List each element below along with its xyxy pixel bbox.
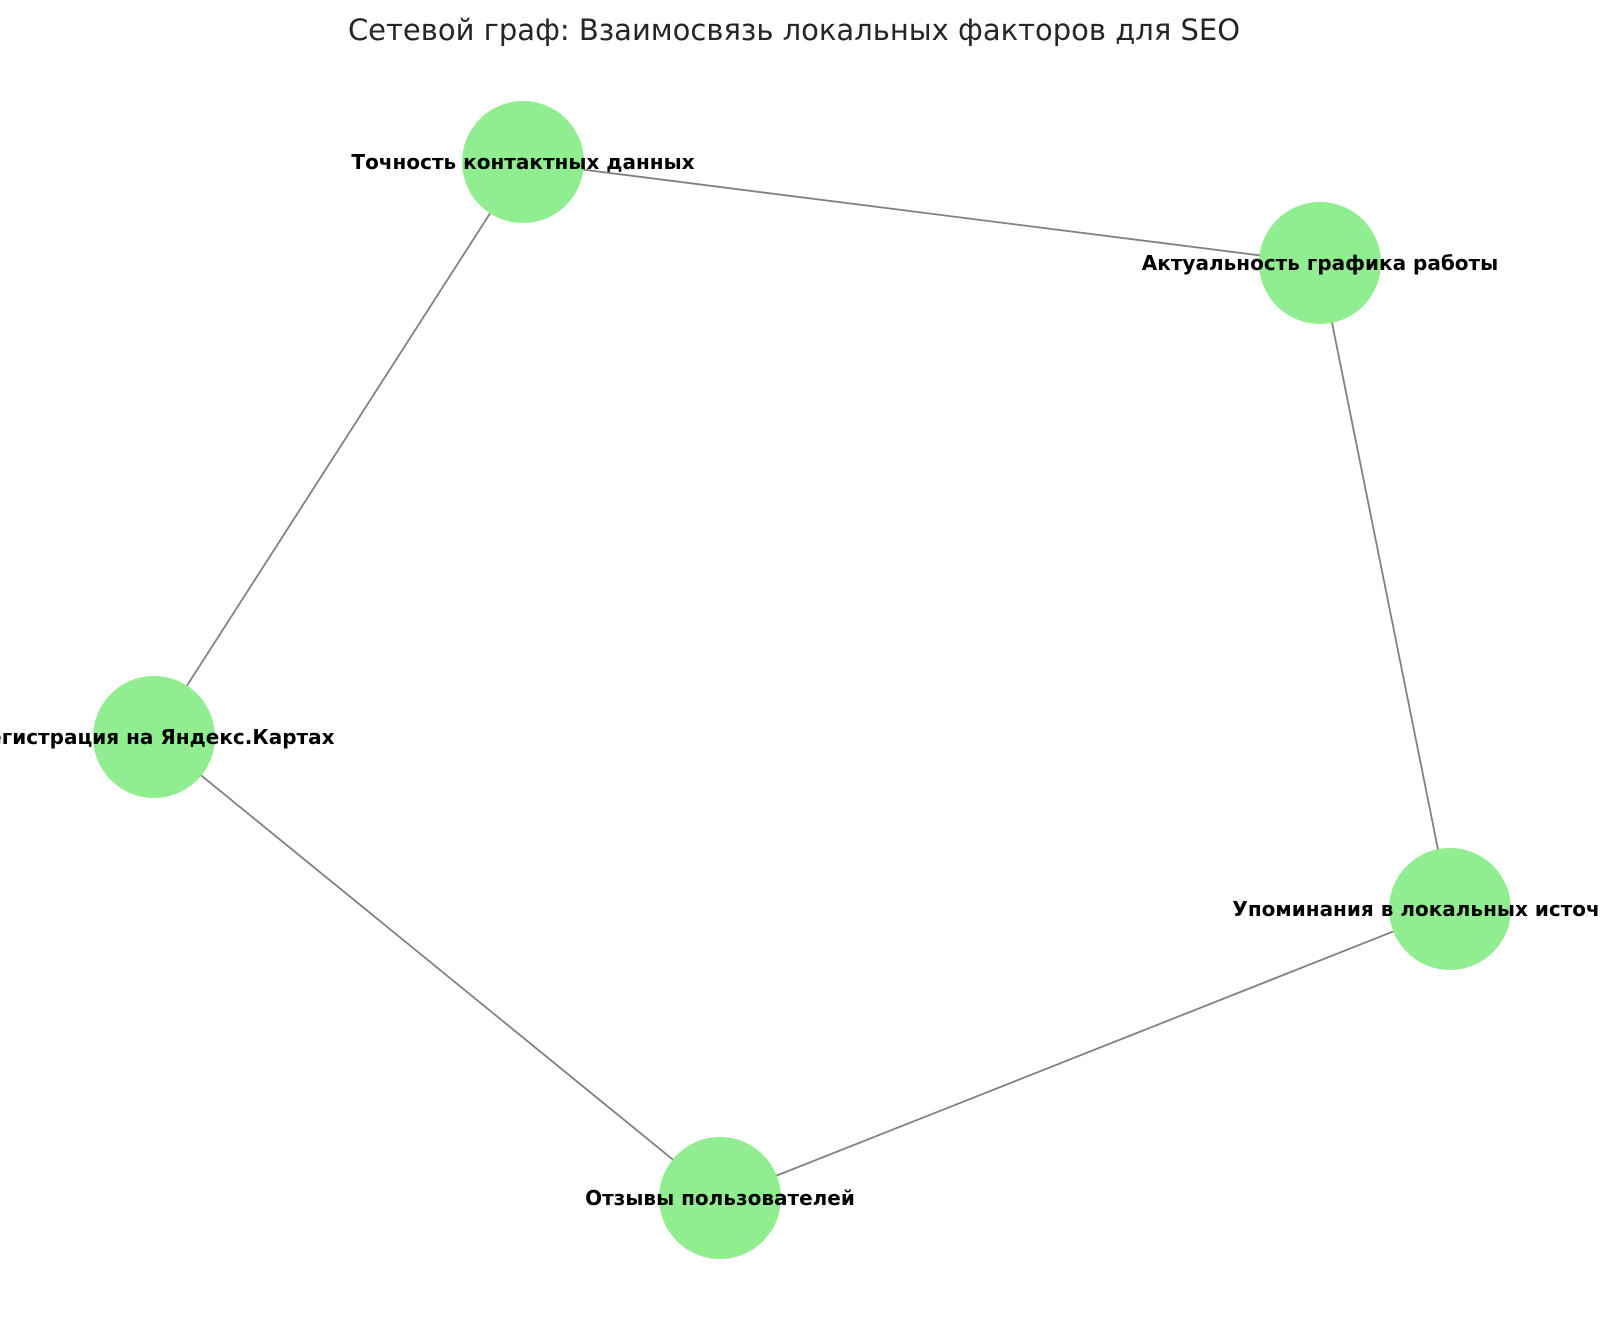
graph-edge-yandex-maps-registration--contact-data-accuracy <box>153 161 524 738</box>
graph-node-label-local-sources-mentions: Упоминания в локальных источниках <box>1232 897 1600 921</box>
graph-node-yandex-maps-registration <box>93 676 215 798</box>
graph-edge-user-reviews--yandex-maps-registration <box>153 736 721 1199</box>
graph-node-contact-data-accuracy <box>462 101 584 223</box>
graph-node-label-user-reviews: Отзывы пользователей <box>585 1186 855 1210</box>
graph-node-label-contact-data-accuracy: Точность контактных данных <box>351 150 694 174</box>
graph-edge-local-sources-mentions--user-reviews <box>719 908 1451 1199</box>
graph-node-local-sources-mentions <box>1389 848 1511 970</box>
graph-node-label-work-schedule-relevance: Актуальность графика работы <box>1142 251 1498 275</box>
chart-title: Сетевой граф: Взаимосвязь локальных факт… <box>348 13 1240 47</box>
graph-edge-work-schedule-relevance--local-sources-mentions <box>1319 262 1451 910</box>
graph-node-user-reviews <box>659 1137 781 1259</box>
graph-nodes-layer <box>93 101 1511 1259</box>
graph-edge-contact-data-accuracy--work-schedule-relevance <box>522 161 1321 264</box>
graph-edges-layer <box>153 161 1451 1199</box>
graph-node-work-schedule-relevance <box>1259 202 1381 324</box>
graph-node-label-yandex-maps-registration: Регистрация на Яндекс.Картах <box>0 725 335 749</box>
